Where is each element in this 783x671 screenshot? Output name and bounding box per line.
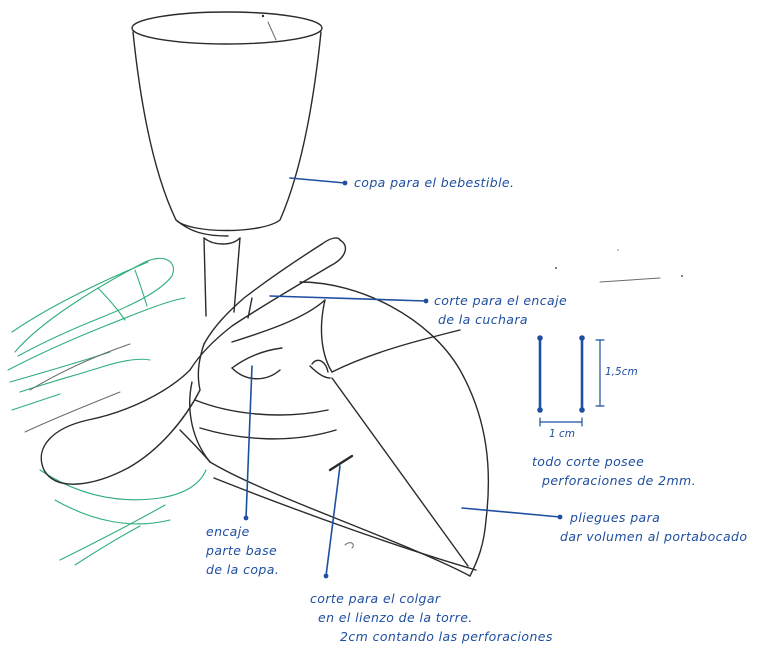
- hang-cut-line-3: 2cm contando las perforaciones: [310, 627, 553, 646]
- width-dimension: 1 cm: [549, 428, 575, 440]
- perforation-line-2: perforaciones de 2mm.: [532, 471, 696, 490]
- perforation-annotation: todo corte posee perforaciones de 2mm.: [532, 452, 696, 490]
- hang-cut-annotation: corte para el colgar en el lienzo de la …: [310, 589, 553, 646]
- base-fit-line-2: parte base: [206, 541, 279, 560]
- perforation-line-1: todo corte posee: [532, 452, 696, 471]
- spoon-cut-line-1: corte para el encaje: [434, 291, 567, 310]
- spoon-cut-annotation: corte para el encaje de la cuchara: [434, 291, 567, 329]
- cup-drawing: [132, 12, 322, 316]
- hang-cut-line-2: en el lienzo de la torre.: [310, 608, 553, 627]
- leader-lines: [244, 178, 563, 578]
- base-fit-line-1: encaje: [206, 522, 279, 541]
- hand-drawing: [8, 258, 206, 565]
- cup-annotation-text: copa para el bebestible.: [354, 173, 514, 192]
- spoon-cut-line-2: de la cuchara: [434, 310, 567, 329]
- cup-annotation: copa para el bebestible.: [354, 173, 514, 192]
- hang-cut-line-1: corte para el colgar: [310, 589, 553, 608]
- base-fit-line-3: de la copa.: [206, 560, 279, 579]
- height-dimension: 1,5cm: [605, 366, 638, 378]
- folds-annotation: pliegues para dar volumen al portabocado: [566, 508, 747, 546]
- base-fit-annotation: encaje parte base de la copa.: [206, 522, 279, 579]
- folds-line-2: dar volumen al portabocado: [560, 527, 747, 546]
- cut-dimension-diagram: [537, 335, 604, 426]
- stray-marks: [555, 249, 683, 282]
- folds-line-1: pliegues para: [566, 508, 747, 527]
